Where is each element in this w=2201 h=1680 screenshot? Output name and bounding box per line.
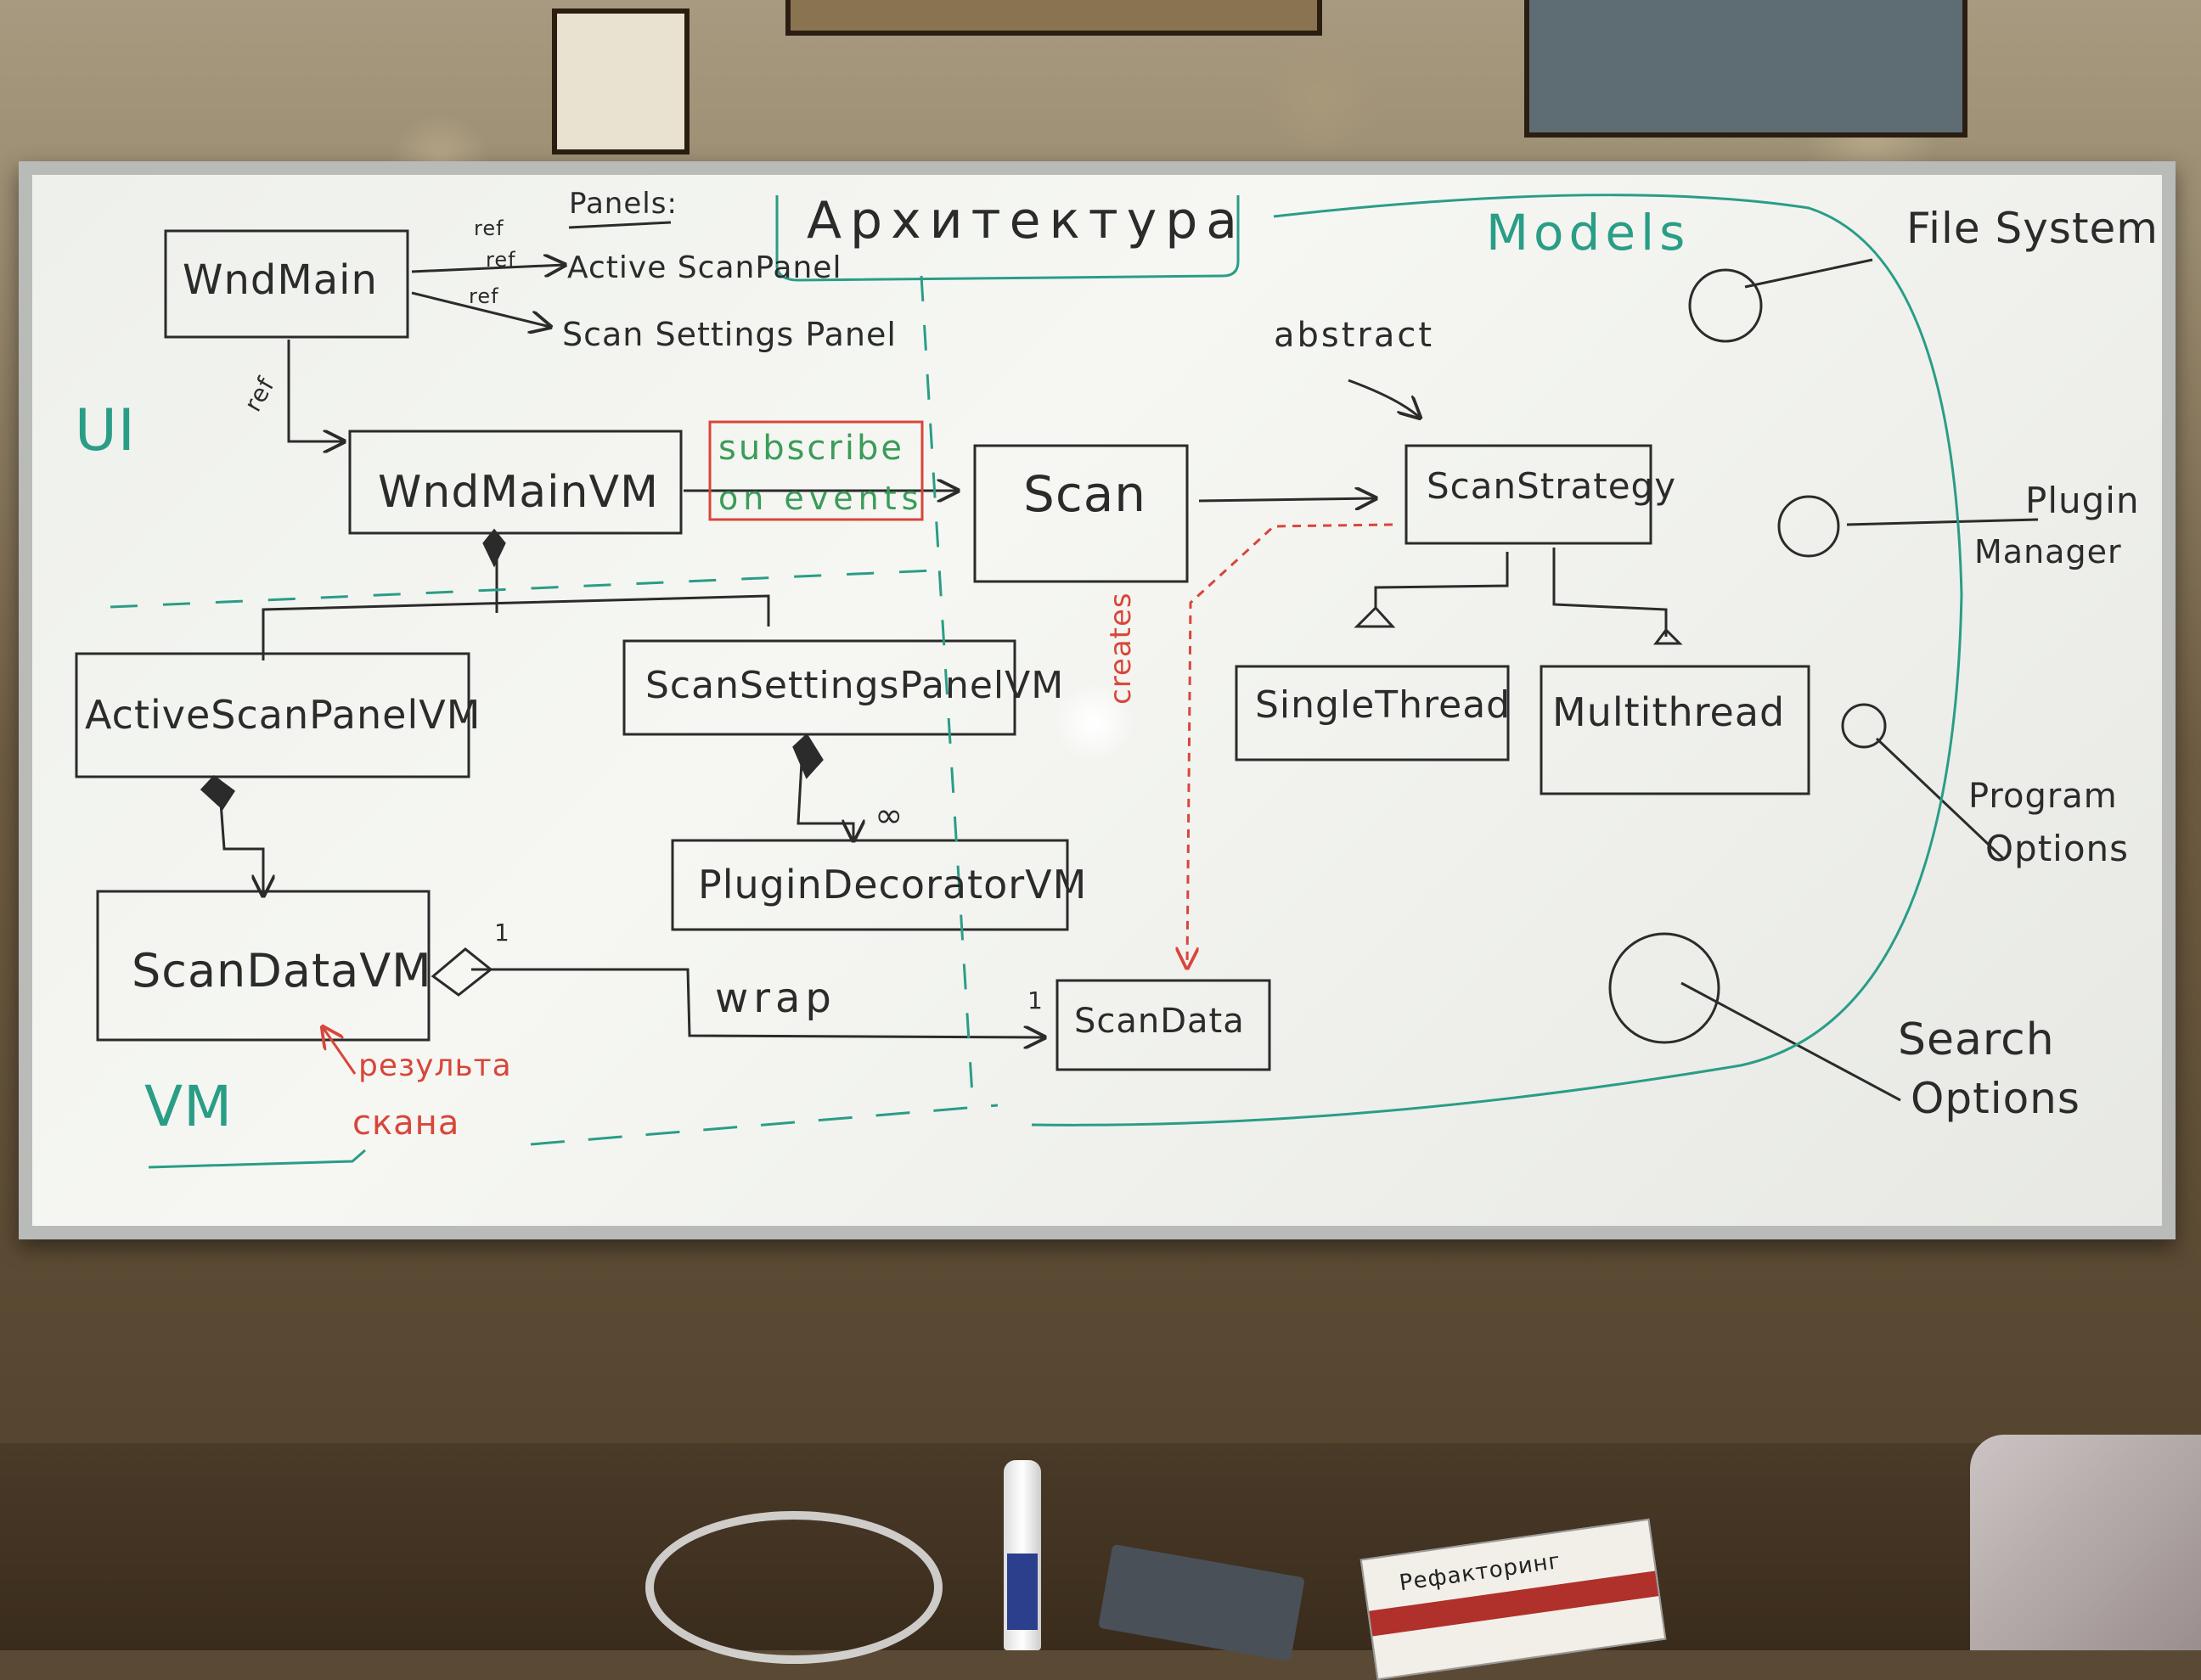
underline-vm [148,1149,366,1169]
model-program-2: Options [1985,828,2130,869]
box-scanstrategy-label: ScanStrategy [1427,465,1677,507]
divider-vertical [920,275,974,1096]
box-activescanpanelvm-label: ActiveScanPanelVM [85,692,481,738]
box-multithread [1540,665,1810,795]
cleaner-bottle [1004,1460,1041,1650]
label-ref-3: ref [469,284,499,308]
wall-photo-frame [552,8,690,155]
aggregation-active-scandatavm [217,778,263,896]
diamond-settings [792,733,824,779]
box-singlethread [1235,665,1510,761]
triangle-single [1354,605,1396,628]
box-activescanpanelvm [75,652,470,778]
divider-ui-vm [110,569,935,609]
box-wndmain-label: WndMain [183,256,378,304]
box-scansettingspanelvm-label: ScanSettingsPanelVM [645,664,1065,707]
box-scandatavm-label: ScanDataVM [132,944,432,997]
box-scanstrategy [1404,444,1652,545]
box-scan [973,444,1189,583]
box-singlethread-label: SingleThread [1255,683,1511,727]
label-abstract: abstract [1274,316,1435,355]
zone-vm: VM [144,1074,234,1139]
circle-plugin [1777,495,1840,558]
label-creates: creates [1104,592,1138,705]
wall-painting-left [785,0,1322,36]
divider-vm-bottom [530,1104,999,1146]
tree-vm-children [262,552,770,660]
label-result-2: скана [352,1104,460,1143]
box-scandata [1055,979,1271,1071]
triangle-multi [1653,627,1683,645]
label-subscribe-1: subscribe [718,429,904,468]
panel-ref-settings: Scan Settings Panel [562,316,897,353]
label-ref-1: ref [474,216,504,240]
circle-search [1608,932,1720,1044]
arrow-wndmain-settingspanel [411,291,550,327]
diamond-wndmainvm [482,528,506,568]
arrow-scan-strategy [1198,498,1376,501]
box-scan-label: Scan [1023,465,1147,523]
model-program-1: Program [1968,777,2118,816]
light-glare [1051,684,1136,761]
title-architecture: Архитектура [807,191,1247,250]
label-multiplicity-1b: 1 [1027,986,1044,1014]
label-subscribe-2: on events [718,480,924,517]
box-wndmain [164,229,409,339]
inherit-single [1374,552,1509,610]
label-result-1: результа [358,1048,512,1083]
inherit-multi [1552,548,1668,637]
subscribe-box [708,420,924,521]
result-arrow [323,1027,357,1075]
diamond-active [200,774,236,811]
zone-ui: UI [75,397,136,464]
arrow-abstract [1348,379,1420,418]
underline-panels [568,221,672,229]
model-plugin-2: Manager [1974,533,2122,570]
aggregation-settings-plugin [797,746,853,840]
panels-label: Panels: [569,187,678,221]
whiteboard [19,161,2176,1239]
title-frame [775,195,1240,282]
model-search-2: Options [1911,1074,2080,1123]
arrow-wndmain-wndmainvm [287,340,344,441]
zone-models: Models [1486,204,1691,261]
power-cable [645,1511,943,1664]
box-wndmainvm-label: WndMainVM [378,467,659,518]
arrow-wndmain-activepanel [411,265,565,272]
model-filesystem: File System [1906,204,2159,253]
box-wndmainvm [348,430,683,535]
model-search-1: Search [1898,1014,2055,1065]
circle-program [1841,703,1887,749]
line-scandatavm-wrap [471,968,1044,1037]
panel-ref-active: Active ScanPanel [567,250,842,285]
label-infinity: ∞ [875,796,904,835]
box-plugindecoratorvm [671,839,1069,931]
models-boundary [1031,194,1963,1127]
box-multithread-label: Multithread [1552,689,1786,735]
label-ref-2: ref [486,248,516,272]
label-wrap: wrap [715,975,836,1022]
box-plugindecoratorvm-label: PluginDecoratorVM [698,862,1088,907]
line-plugin [1846,518,2039,526]
creates-arrow [1187,523,1393,968]
wall-painting-right [1524,0,1967,138]
model-plugin-1: Plugin [2025,480,2140,521]
bag [1970,1435,2201,1650]
line-filesystem [1744,258,1873,289]
box-scansettingspanelvm [622,639,1016,736]
label-multiplicity-1a: 1 [494,919,510,947]
circle-filesystem [1688,268,1763,343]
box-scandata-label: ScanData [1074,1002,1245,1041]
line-search [1680,981,1901,1102]
diamond-scandatavm [431,947,493,997]
